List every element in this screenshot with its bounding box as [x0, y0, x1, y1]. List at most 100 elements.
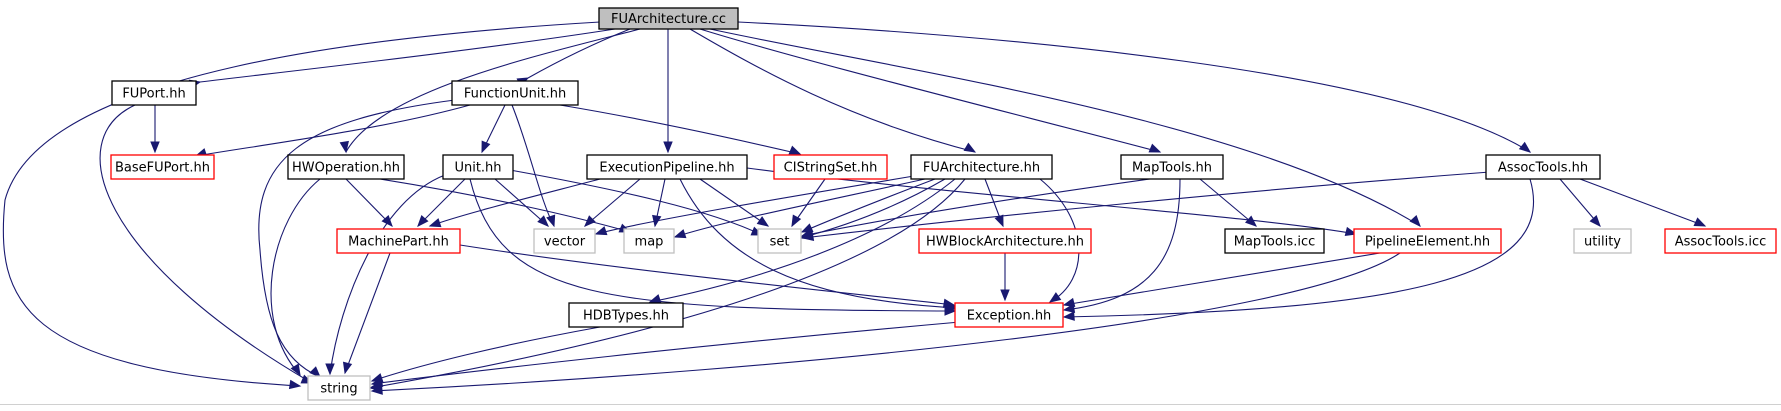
edge-line — [509, 169, 763, 236]
edge-fuarchitecture-to-vector — [594, 174, 921, 236]
bottom-divider — [0, 404, 1781, 405]
edge-hwoperation-to-map — [379, 178, 632, 233]
edge-arrowhead — [1518, 141, 1532, 153]
edge-fuarchitecture-to-set — [800, 178, 936, 233]
edge-line — [199, 28, 616, 83]
node-label: utility — [1584, 235, 1621, 250]
edge-pipelineelement-to-exception — [1062, 252, 1381, 308]
edge-arrowhead — [673, 229, 687, 239]
edge-line — [329, 174, 446, 375]
node-label: HWBlockArchitecture.hh — [926, 235, 1084, 250]
edge-fuarchitecture-to-map — [673, 178, 926, 239]
edge-executionpipeline-to-vector — [584, 178, 641, 227]
node-basefuport[interactable]: BaseFUPort.hh — [110, 154, 215, 180]
edge-line — [674, 178, 926, 238]
edge-arrowhead — [309, 366, 321, 378]
edge-arrowhead — [594, 226, 608, 236]
edge-hwoperation-to-string — [270, 178, 321, 377]
edge-arrowhead — [963, 142, 977, 153]
edge-arrowhead — [1589, 215, 1601, 228]
edge-arrowhead — [150, 141, 160, 154]
edge-arrowhead — [584, 215, 596, 227]
node-exception[interactable]: Exception.hh — [954, 302, 1064, 328]
node-box — [918, 228, 1092, 254]
edge-arrowhead — [1148, 143, 1162, 153]
edge-arrowhead — [1062, 311, 1075, 321]
node-pipelineelement[interactable]: PipelineElement.hh — [1353, 228, 1502, 254]
node-utility: utility — [1573, 228, 1632, 254]
node-fuarchitecture[interactable]: FUArchitecture.hh — [910, 154, 1053, 180]
node-assoctools[interactable]: AssocTools.hh — [1485, 154, 1601, 180]
edge-line — [2, 21, 601, 387]
edge-root-to-executionpipeline — [663, 29, 673, 154]
edge-line — [1063, 178, 1181, 311]
edge-arrowhead — [788, 145, 802, 155]
edge-line — [371, 252, 1401, 392]
edge-line — [469, 178, 956, 312]
node-hwoperation[interactable]: HWOperation.hh — [287, 154, 405, 180]
node-executionpipeline[interactable]: ExecutionPipeline.hh — [586, 154, 748, 180]
node-box — [1485, 154, 1601, 180]
node-machinepart[interactable]: MachinePart.hh — [336, 228, 461, 254]
edge-arrowhead — [1245, 215, 1258, 227]
edge-functionunit-to-unit — [481, 104, 506, 154]
node-label: Unit.hh — [454, 161, 501, 176]
node-box — [598, 7, 739, 30]
edge-root-to-hwoperation — [339, 28, 641, 154]
edge-arrowhead — [342, 361, 353, 375]
edge-line — [699, 28, 1161, 153]
edge-assoctools-to-utility — [1559, 178, 1601, 228]
node-box — [442, 154, 514, 180]
edge-executionpipeline-to-exception — [679, 178, 960, 312]
edge-arrowhead — [537, 215, 549, 227]
node-box — [623, 228, 675, 254]
edge-executionpipeline-to-set — [699, 178, 770, 227]
node-box — [1224, 228, 1325, 254]
node-hdbtypes[interactable]: HDBTypes.hh — [568, 302, 684, 328]
node-cistringset[interactable]: CIStringSet.hh — [773, 154, 888, 180]
node-functionunit[interactable]: FunctionUnit.hh — [451, 80, 579, 106]
node-unit[interactable]: Unit.hh — [442, 154, 514, 180]
node-fuport[interactable]: FUPort.hh — [111, 80, 197, 106]
edge-line — [459, 244, 955, 306]
edge-fuarchitecture-to-hdbtypes — [648, 178, 956, 304]
node-assoctoolsicc[interactable]: AssocTools.icc — [1664, 228, 1777, 254]
node-label: string — [320, 382, 357, 397]
edge-line — [371, 326, 601, 382]
edge-arrowhead — [756, 216, 770, 227]
edge-pipelineelement-to-string — [370, 252, 1401, 395]
edge-machinepart-to-string — [342, 252, 391, 375]
edge-line — [559, 104, 801, 155]
node-label: CIStringSet.hh — [784, 161, 878, 176]
node-box — [533, 228, 596, 254]
edge-line — [584, 178, 641, 227]
edge-arrowhead — [648, 294, 662, 304]
edge-line — [371, 321, 961, 385]
node-label: AssocTools.hh — [1498, 161, 1588, 176]
node-box — [773, 154, 888, 180]
edge-fuarchitecture-to-string — [368, 178, 966, 391]
edge-functionunit-to-string — [258, 99, 456, 378]
node-label: HWOperation.hh — [292, 161, 400, 176]
edge-line — [99, 104, 313, 384]
edge-hdbtypes-to-string — [370, 326, 601, 383]
node-label: PipelineElement.hh — [1365, 235, 1490, 250]
edge-line — [801, 178, 936, 233]
node-maptoolsicc[interactable]: MapTools.icc — [1224, 228, 1325, 254]
edge-arrowhead — [1062, 297, 1076, 308]
edge-executionpipeline-to-machinepart — [428, 178, 601, 228]
node-box — [451, 80, 579, 106]
node-label: map — [635, 235, 664, 250]
edge-line — [801, 178, 1151, 237]
node-box — [586, 154, 748, 180]
node-label: FunctionUnit.hh — [464, 87, 566, 102]
edge-hwblockarchitecture-to-exception — [1000, 253, 1010, 302]
node-box — [307, 375, 371, 401]
node-maptools[interactable]: MapTools.hh — [1120, 154, 1224, 180]
edge-arrowhead — [481, 140, 491, 154]
edge-fuport-to-string — [99, 104, 314, 384]
edge-root-to-fuport — [188, 28, 616, 89]
node-label: FUPort.hh — [122, 87, 185, 102]
node-hwblockarchitecture[interactable]: HWBlockArchitecture.hh — [918, 228, 1092, 254]
